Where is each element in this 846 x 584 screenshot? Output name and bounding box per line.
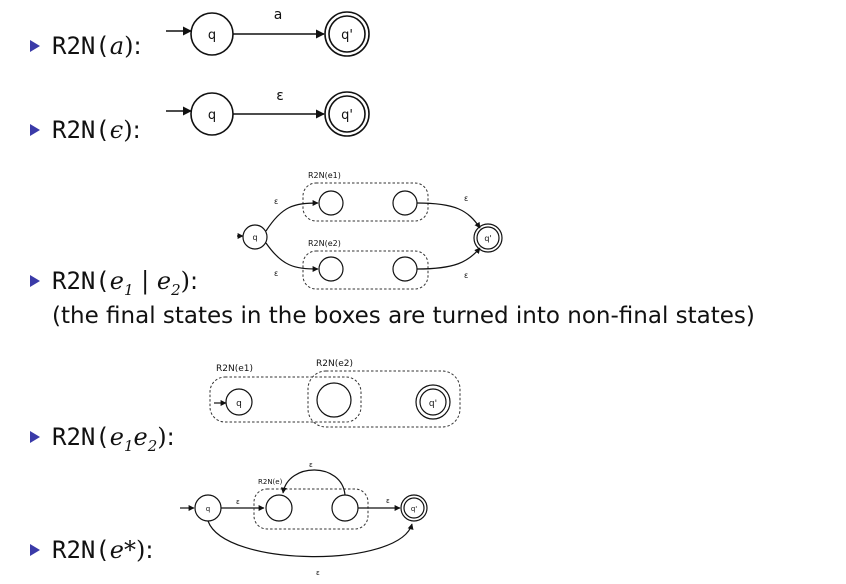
box-e1 <box>209 376 362 423</box>
box-e2 <box>302 250 429 290</box>
state-q-label: q <box>208 108 216 123</box>
transition-label: ε <box>276 88 284 104</box>
state-q-prime-label: q' <box>341 108 353 123</box>
eps-label-exit: ε <box>386 497 390 505</box>
eps-label-4: ε <box>464 271 468 280</box>
final-state-outer <box>400 494 428 522</box>
bullet-5 <box>30 544 40 556</box>
box-e2-label: R2N(e2) <box>308 239 341 248</box>
final-state-outer <box>473 223 503 253</box>
final-state-inner <box>419 388 447 416</box>
box-e1 <box>302 182 429 222</box>
eps-label-enter: ε <box>236 498 240 506</box>
eps-label-3: ε <box>464 194 468 203</box>
merged-state <box>316 382 352 418</box>
final-state-inner <box>476 226 500 250</box>
eps-to-e1 <box>265 200 319 232</box>
item-r2n-star: R2N(e*): <box>52 536 154 564</box>
eps-from-e1 <box>416 202 481 229</box>
bullet-4 <box>30 431 40 443</box>
state-q-label: q <box>236 399 242 409</box>
item-r2n-union: R2N(e1 | e2): <box>52 267 199 299</box>
final-state-outer <box>324 11 370 57</box>
bullet-3 <box>30 275 40 287</box>
eps-label-loop: ε <box>309 461 313 469</box>
eps-label-1: ε <box>274 197 278 206</box>
eps-skip <box>207 520 414 558</box>
item-r2n-concat: R2N(e1e2): <box>52 423 175 455</box>
diagram-union: q R2N(e1) R2N(e2) ε ε ε ε q' <box>237 171 503 290</box>
state-q-prime-label: q' <box>341 28 353 43</box>
final-state-outer <box>324 91 370 137</box>
state-q <box>225 388 253 416</box>
box-e1-label: R2N(e1) <box>216 364 253 374</box>
eps-from-e2 <box>416 247 481 270</box>
diagram-literal: q a q' <box>166 7 370 57</box>
final-state-inner <box>328 95 366 133</box>
final-state-inner <box>403 497 425 519</box>
eps-to-e2 <box>265 242 319 272</box>
box-e1-label: R2N(e1) <box>308 171 341 180</box>
box-e2-label: R2N(e2) <box>316 359 353 369</box>
eps-label-skip: ε <box>316 569 320 577</box>
eps-loop-back <box>280 469 346 496</box>
bullet-1 <box>30 40 40 52</box>
bullet-2 <box>30 124 40 136</box>
union-note: (the final states in the boxes are turne… <box>52 303 755 329</box>
diagram-concat: q R2N(e1) R2N(e2) q' <box>209 359 461 428</box>
state-q-label: q <box>208 28 216 43</box>
e1-start-state <box>318 190 344 216</box>
state-q-label: q <box>252 233 257 242</box>
state-q <box>242 224 268 250</box>
diagram-epsilon: q ε q' <box>166 88 370 137</box>
final-state-outer <box>415 384 451 420</box>
eps-label-2: ε <box>274 269 278 278</box>
state-q-prime-label: q' <box>484 234 491 243</box>
transition-label: a <box>274 7 283 23</box>
e-start-state <box>265 494 293 522</box>
e2-start-state <box>318 256 344 282</box>
state-q-prime-label: q' <box>411 505 417 513</box>
e1-end-state <box>392 190 418 216</box>
state-q-label: q <box>206 505 210 513</box>
e2-end-state <box>392 256 418 282</box>
state-q-prime-label: q' <box>429 399 437 409</box>
e-end-state <box>331 494 359 522</box>
diagram-star: q ε R2N(e) ε ε q' ε <box>180 461 428 577</box>
final-state-inner <box>328 15 366 53</box>
box-e2 <box>307 370 461 428</box>
item-r2n-a: R2N(a): <box>52 32 142 60</box>
box-e <box>253 488 369 530</box>
box-e-label: R2N(e) <box>258 478 283 486</box>
item-r2n-epsilon: R2N(ϵ): <box>52 116 141 144</box>
